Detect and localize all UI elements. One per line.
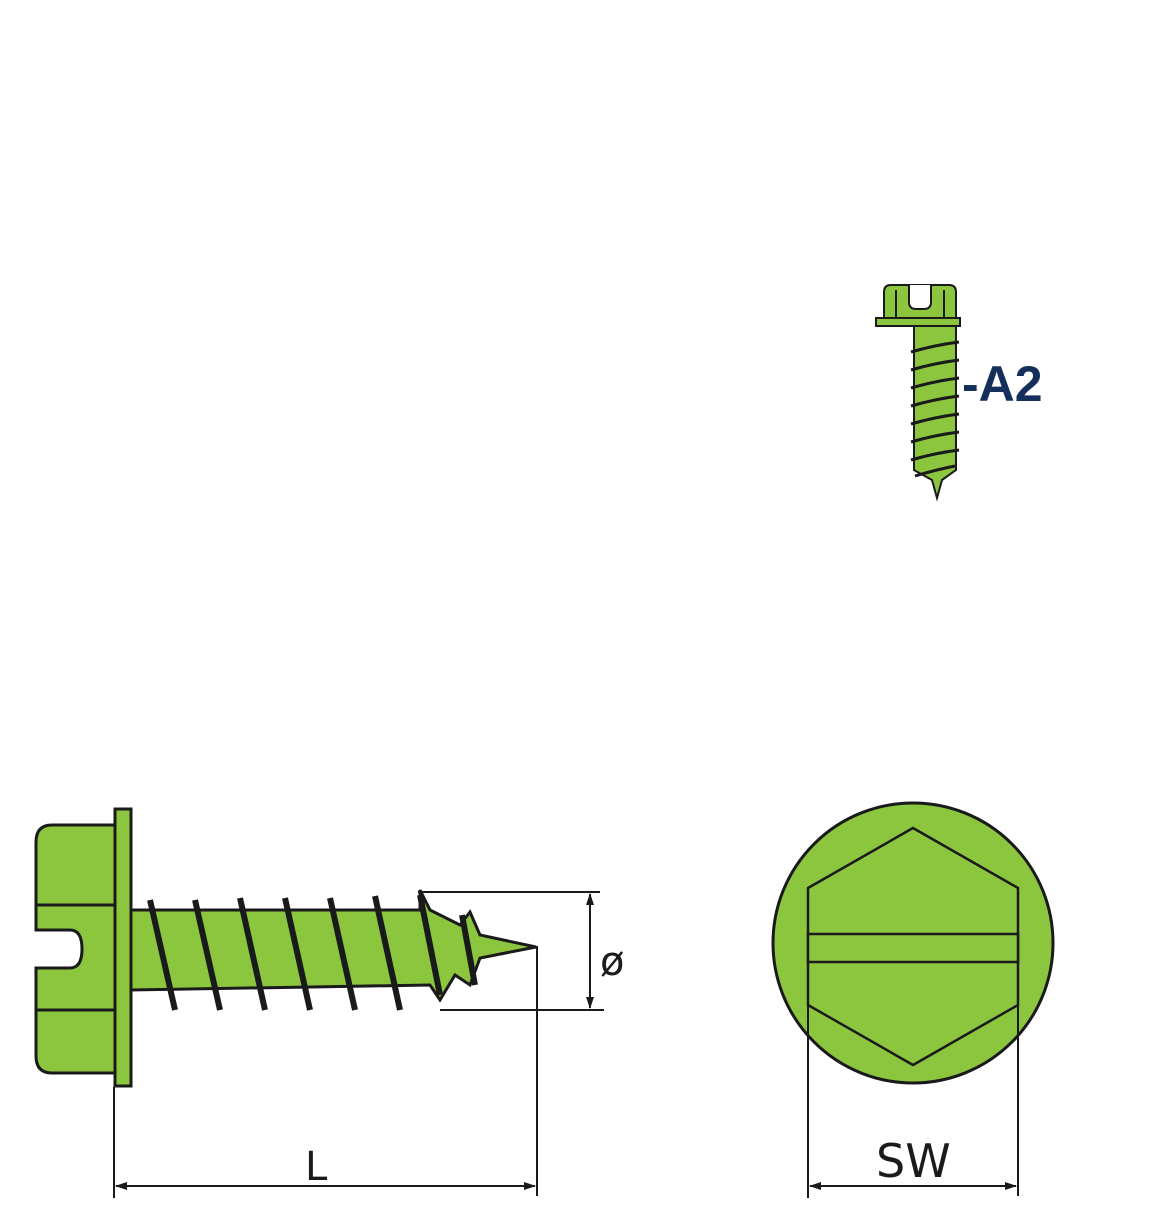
small-screw-icon <box>875 284 961 502</box>
diameter-label: ø <box>600 939 624 985</box>
length-label: L <box>305 1144 328 1190</box>
grade-label: -A2 <box>962 356 1043 412</box>
side-view-screw <box>34 807 537 1088</box>
diameter-dimension <box>418 891 604 1011</box>
sw-dimension <box>807 1005 1019 1198</box>
length-dimension <box>113 946 538 1198</box>
front-view-screw-head <box>771 801 1055 1085</box>
sw-label: SW <box>876 1134 951 1188</box>
